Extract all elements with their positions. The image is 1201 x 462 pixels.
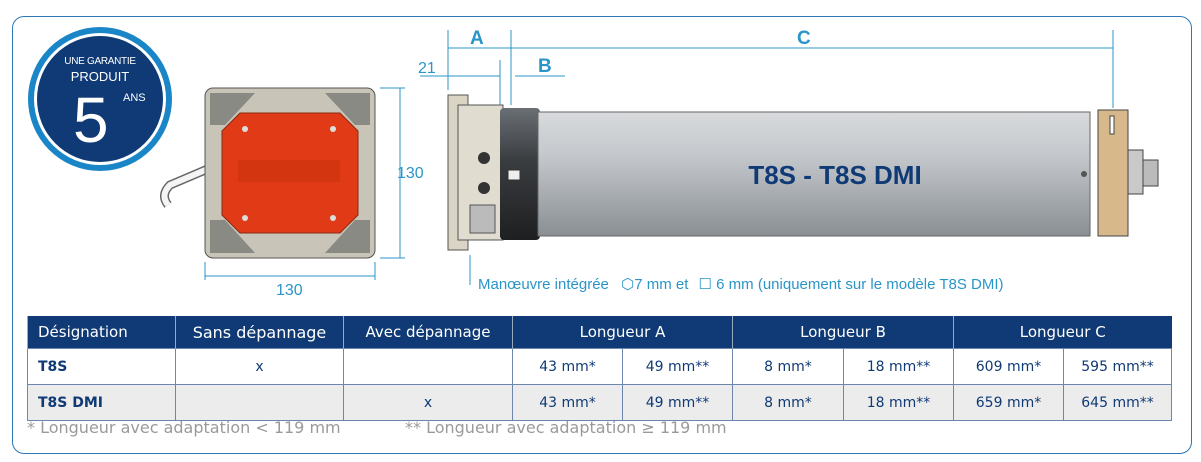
- cell-a2: 49 mm**: [622, 348, 733, 385]
- cell-name: T8S: [27, 348, 176, 385]
- hexagon-icon: ⬡: [621, 276, 635, 293]
- cell-b1: 8 mm*: [732, 384, 844, 421]
- frame-border: [12, 16, 1192, 454]
- cell-avec: [343, 348, 513, 385]
- header-avec: Avec dépannage: [343, 316, 513, 349]
- cell-c2: 595 mm**: [1063, 348, 1172, 385]
- note-text1: Manœuvre intégrée: [478, 276, 609, 293]
- dim-c: C: [797, 28, 811, 49]
- square-icon: ☐: [698, 276, 712, 293]
- note-text2: 7 mm et: [634, 276, 689, 293]
- footnote-2: ** Longueur avec adaptation ≥ 119 mm: [405, 418, 727, 437]
- cell-avec: x: [343, 384, 513, 421]
- cell-a1: 43 mm*: [512, 348, 623, 385]
- cell-sans: [175, 384, 344, 421]
- cell-b1: 8 mm*: [732, 348, 844, 385]
- side-view: [420, 30, 1159, 285]
- table-row: T8S x 43 mm* 49 mm** 8 mm* 18 mm** 609 m…: [27, 348, 1172, 385]
- cell-b2: 18 mm**: [843, 384, 954, 421]
- table-header: Désignation Sans dépannage Avec dépannag…: [27, 316, 1172, 349]
- badge-line1: UNE GARANTIE: [64, 56, 136, 67]
- cell-c2: 645 mm**: [1063, 384, 1172, 421]
- cell-c1: 659 mm*: [953, 384, 1064, 421]
- manoeuvre-note: Manœuvre intégrée ⬡7 mm et ☐ 6 mm (uniqu…: [478, 275, 1004, 293]
- badge-line2: PRODUIT: [70, 69, 130, 84]
- note-text3: 6 mm (uniquement sur le modèle T8S DMI): [716, 276, 1004, 293]
- cell-sans: x: [175, 348, 344, 385]
- header-b: Longueur B: [732, 316, 954, 349]
- cell-c1: 609 mm*: [953, 348, 1064, 385]
- dim-b: B: [538, 56, 552, 77]
- cell-a1: 43 mm*: [512, 384, 623, 421]
- dim-front-width: 130: [276, 282, 303, 299]
- header-c: Longueur C: [953, 316, 1172, 349]
- dim-front-height: 130: [397, 165, 424, 182]
- cell-b2: 18 mm**: [843, 348, 954, 385]
- dim-a: A: [470, 28, 484, 49]
- header-a: Longueur A: [512, 316, 733, 349]
- spec-table: Désignation Sans dépannage Avec dépannag…: [27, 316, 1172, 421]
- warranty-badge: UNE GARANTIE PRODUIT 5 ANS: [28, 27, 172, 171]
- header-sans: Sans dépannage: [175, 316, 344, 349]
- motor-label: T8S - T8S DMI: [748, 160, 922, 190]
- cell-a2: 49 mm**: [622, 384, 733, 421]
- front-view: [160, 87, 405, 280]
- badge-number: 5: [73, 84, 109, 156]
- table-row: T8S DMI x 43 mm* 49 mm** 8 mm* 18 mm** 6…: [27, 384, 1172, 421]
- header-designation: Désignation: [27, 316, 176, 349]
- badge-unit: ANS: [123, 92, 146, 104]
- footnote-1: * Longueur avec adaptation < 119 mm: [27, 418, 341, 437]
- dim-flange: 21: [418, 60, 436, 77]
- cell-name: T8S DMI: [27, 384, 176, 421]
